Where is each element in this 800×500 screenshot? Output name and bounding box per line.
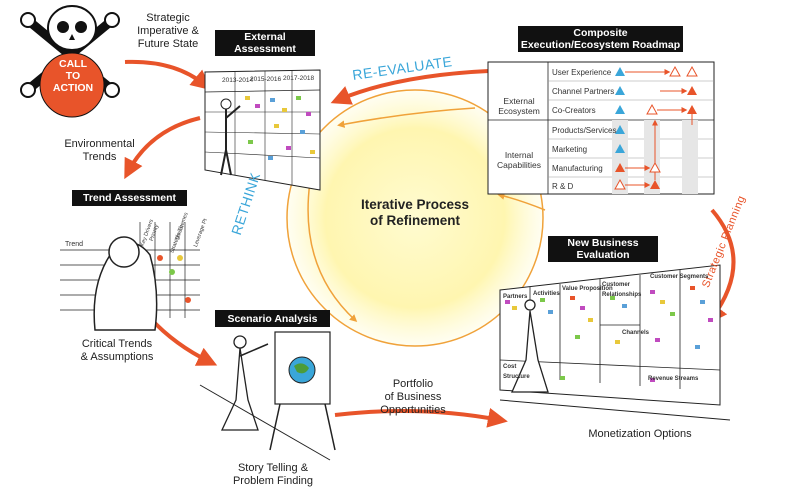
portfolio-line2: of Business [384, 391, 442, 403]
canvas-label-2: Value Proposition [562, 286, 613, 292]
skull-icon [20, 5, 120, 118]
roadmap-row-5: Manufacturing [552, 164, 603, 173]
canvas-label-5: Channels [622, 330, 650, 336]
wall-year-2: 2017-2018 [283, 75, 315, 82]
roadmap-row-0: User Experience [552, 68, 612, 77]
strategic-imperative-label: Strategic Imperative & Future State [128, 12, 208, 51]
critical-trends-label: Critical Trends & Assumptions [72, 338, 162, 364]
canvas-label-7: Revenue Streams [648, 376, 699, 382]
environmental-trends-label: Environmental Trends [52, 138, 147, 164]
critical-line1: Critical Trends [81, 338, 153, 350]
scenario-analysis-figure [199, 331, 336, 461]
env-line1: Environmental [64, 138, 135, 150]
business-model-canvas [499, 264, 731, 421]
canvas-label-1: Activities [533, 291, 560, 297]
portfolio-line1: Portfolio [392, 378, 434, 390]
group-internal-line1: Internal [504, 150, 534, 160]
roadmap-box: Composite Execution/Ecosystem Roadmap [518, 26, 683, 52]
nbe-line1: New Business [567, 237, 639, 249]
roadmap-group-internal: Internal Capabilities [490, 150, 548, 170]
group-external-line2: Ecosystem [498, 106, 540, 116]
monetization-label: Monetization Options [588, 428, 692, 440]
env-line2: Trends [82, 151, 117, 163]
cta-line1: CALL [59, 58, 87, 70]
external-line1: External [244, 31, 286, 43]
arrow-cta-to-external [124, 59, 212, 91]
canvas-label-3: Customer Relationships [602, 282, 642, 298]
trend-header-0: Trend [65, 241, 84, 248]
roadmap-row-1: Channel Partners [552, 87, 615, 96]
story-telling-label: Story Telling & Problem Finding [218, 462, 328, 488]
canvas-label-4: Customer Segments [650, 274, 709, 280]
external-assessment-wall [204, 69, 321, 191]
cta-line3: ACTION [52, 82, 94, 94]
story-line1: Story Telling & [237, 462, 309, 474]
roadmap-row-3: Products/Services [552, 126, 617, 135]
strategic-line2: Imperative & [137, 25, 199, 37]
wall-year-0: 2013-2014 [222, 77, 254, 84]
strategic-line1: Strategic [146, 12, 190, 24]
external-line2: Assessment [234, 43, 296, 55]
scenario-analysis-box: Scenario Analysis [215, 310, 330, 327]
strategic-line3: Future State [137, 38, 199, 50]
external-assessment-box: External Assessment [215, 30, 315, 56]
center-title: Iterative Process of Refinement [345, 197, 485, 229]
refinement-circle [286, 89, 544, 347]
story-line2: Problem Finding [232, 475, 314, 487]
roadmap-group-external: External Ecosystem [490, 96, 548, 116]
roadmap-row-4: Marketing [552, 145, 588, 154]
inner-arrow-reevaluate [337, 107, 476, 128]
group-internal-line2: Capabilities [497, 160, 541, 170]
critical-line2: & Assumptions [80, 351, 154, 363]
canvas-label-0: Partners [503, 294, 528, 300]
arrow-external-to-trend [124, 116, 201, 180]
portfolio-label: Portfolio of Business Opportunities [368, 378, 458, 417]
arrow-scenario-to-nbe [334, 407, 508, 428]
new-business-evaluation-box: New Business Evaluation [548, 236, 658, 262]
center-line1: Iterative Process [360, 197, 470, 212]
center-line2: of Refinement [369, 213, 460, 228]
trend-assessment-box: Trend Assessment [72, 190, 187, 206]
roadmap-line1: Composite [573, 27, 628, 39]
nbe-line2: Evaluation [576, 249, 630, 261]
roadmap-row-2: Co-Creators [552, 106, 596, 115]
wall-year-1: 2015-2016 [250, 76, 282, 83]
portfolio-line3: Opportunities [380, 404, 446, 416]
inner-arrow-right [497, 192, 546, 211]
canvas-label-6: Cost Structure [503, 364, 530, 380]
group-external-line1: External [503, 96, 535, 106]
roadmap-line2: Execution/Ecosystem Roadmap [520, 39, 681, 51]
cta-line2: TO [65, 70, 81, 82]
trend-assessment-sheet [60, 222, 200, 331]
roadmap-row-6: R & D [552, 182, 574, 191]
roadmap-table [487, 61, 715, 195]
call-to-action-badge: CALL TO ACTION [40, 58, 106, 94]
